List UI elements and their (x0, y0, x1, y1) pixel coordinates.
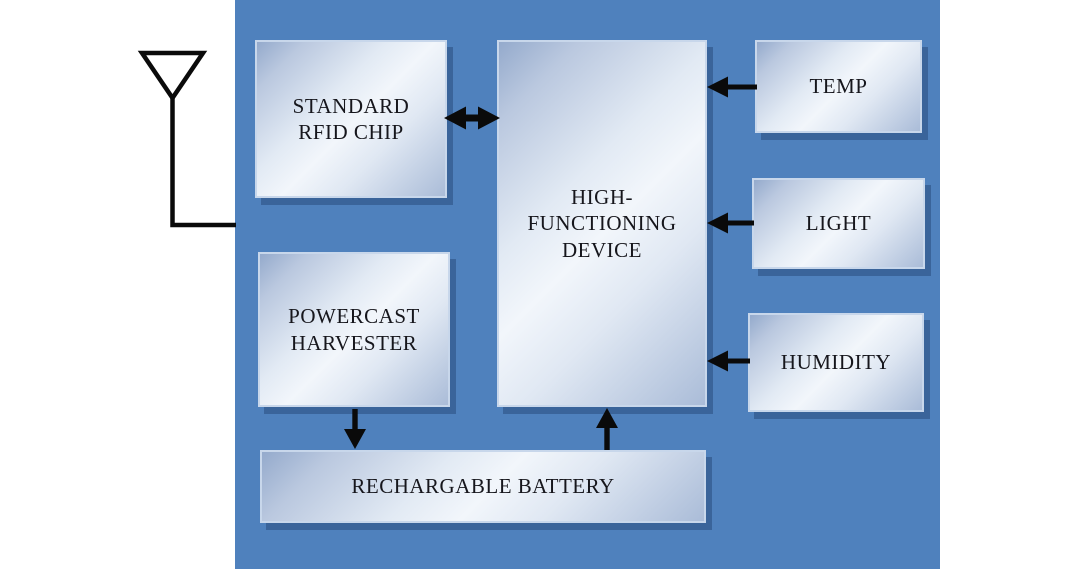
block-rechargable-battery: RECHARGABLE BATTERY (260, 450, 706, 523)
temp-sensor-label: TEMP (809, 74, 868, 99)
powercast-harvester-label: POWERCAST HARVESTER (288, 304, 420, 355)
block-standard-rfid-chip: STANDARD RFID CHIP (255, 40, 447, 198)
block-humidity-sensor: HUMIDITY (748, 313, 924, 412)
high-functioning-device-label: HIGH- FUNCTIONING DEVICE (527, 184, 677, 262)
block-powercast-harvester: POWERCAST HARVESTER (258, 252, 450, 407)
block-temp-sensor: TEMP (755, 40, 922, 133)
standard-rfid-chip-label: STANDARD RFID CHIP (292, 93, 410, 144)
humidity-sensor-label: HUMIDITY (780, 350, 892, 375)
block-light-sensor: LIGHT (752, 178, 925, 269)
rechargable-battery-label: RECHARGABLE BATTERY (351, 474, 615, 499)
light-sensor-label: LIGHT (805, 211, 872, 236)
block-high-functioning-device: HIGH- FUNCTIONING DEVICE (497, 40, 707, 407)
antenna-icon (137, 50, 236, 228)
